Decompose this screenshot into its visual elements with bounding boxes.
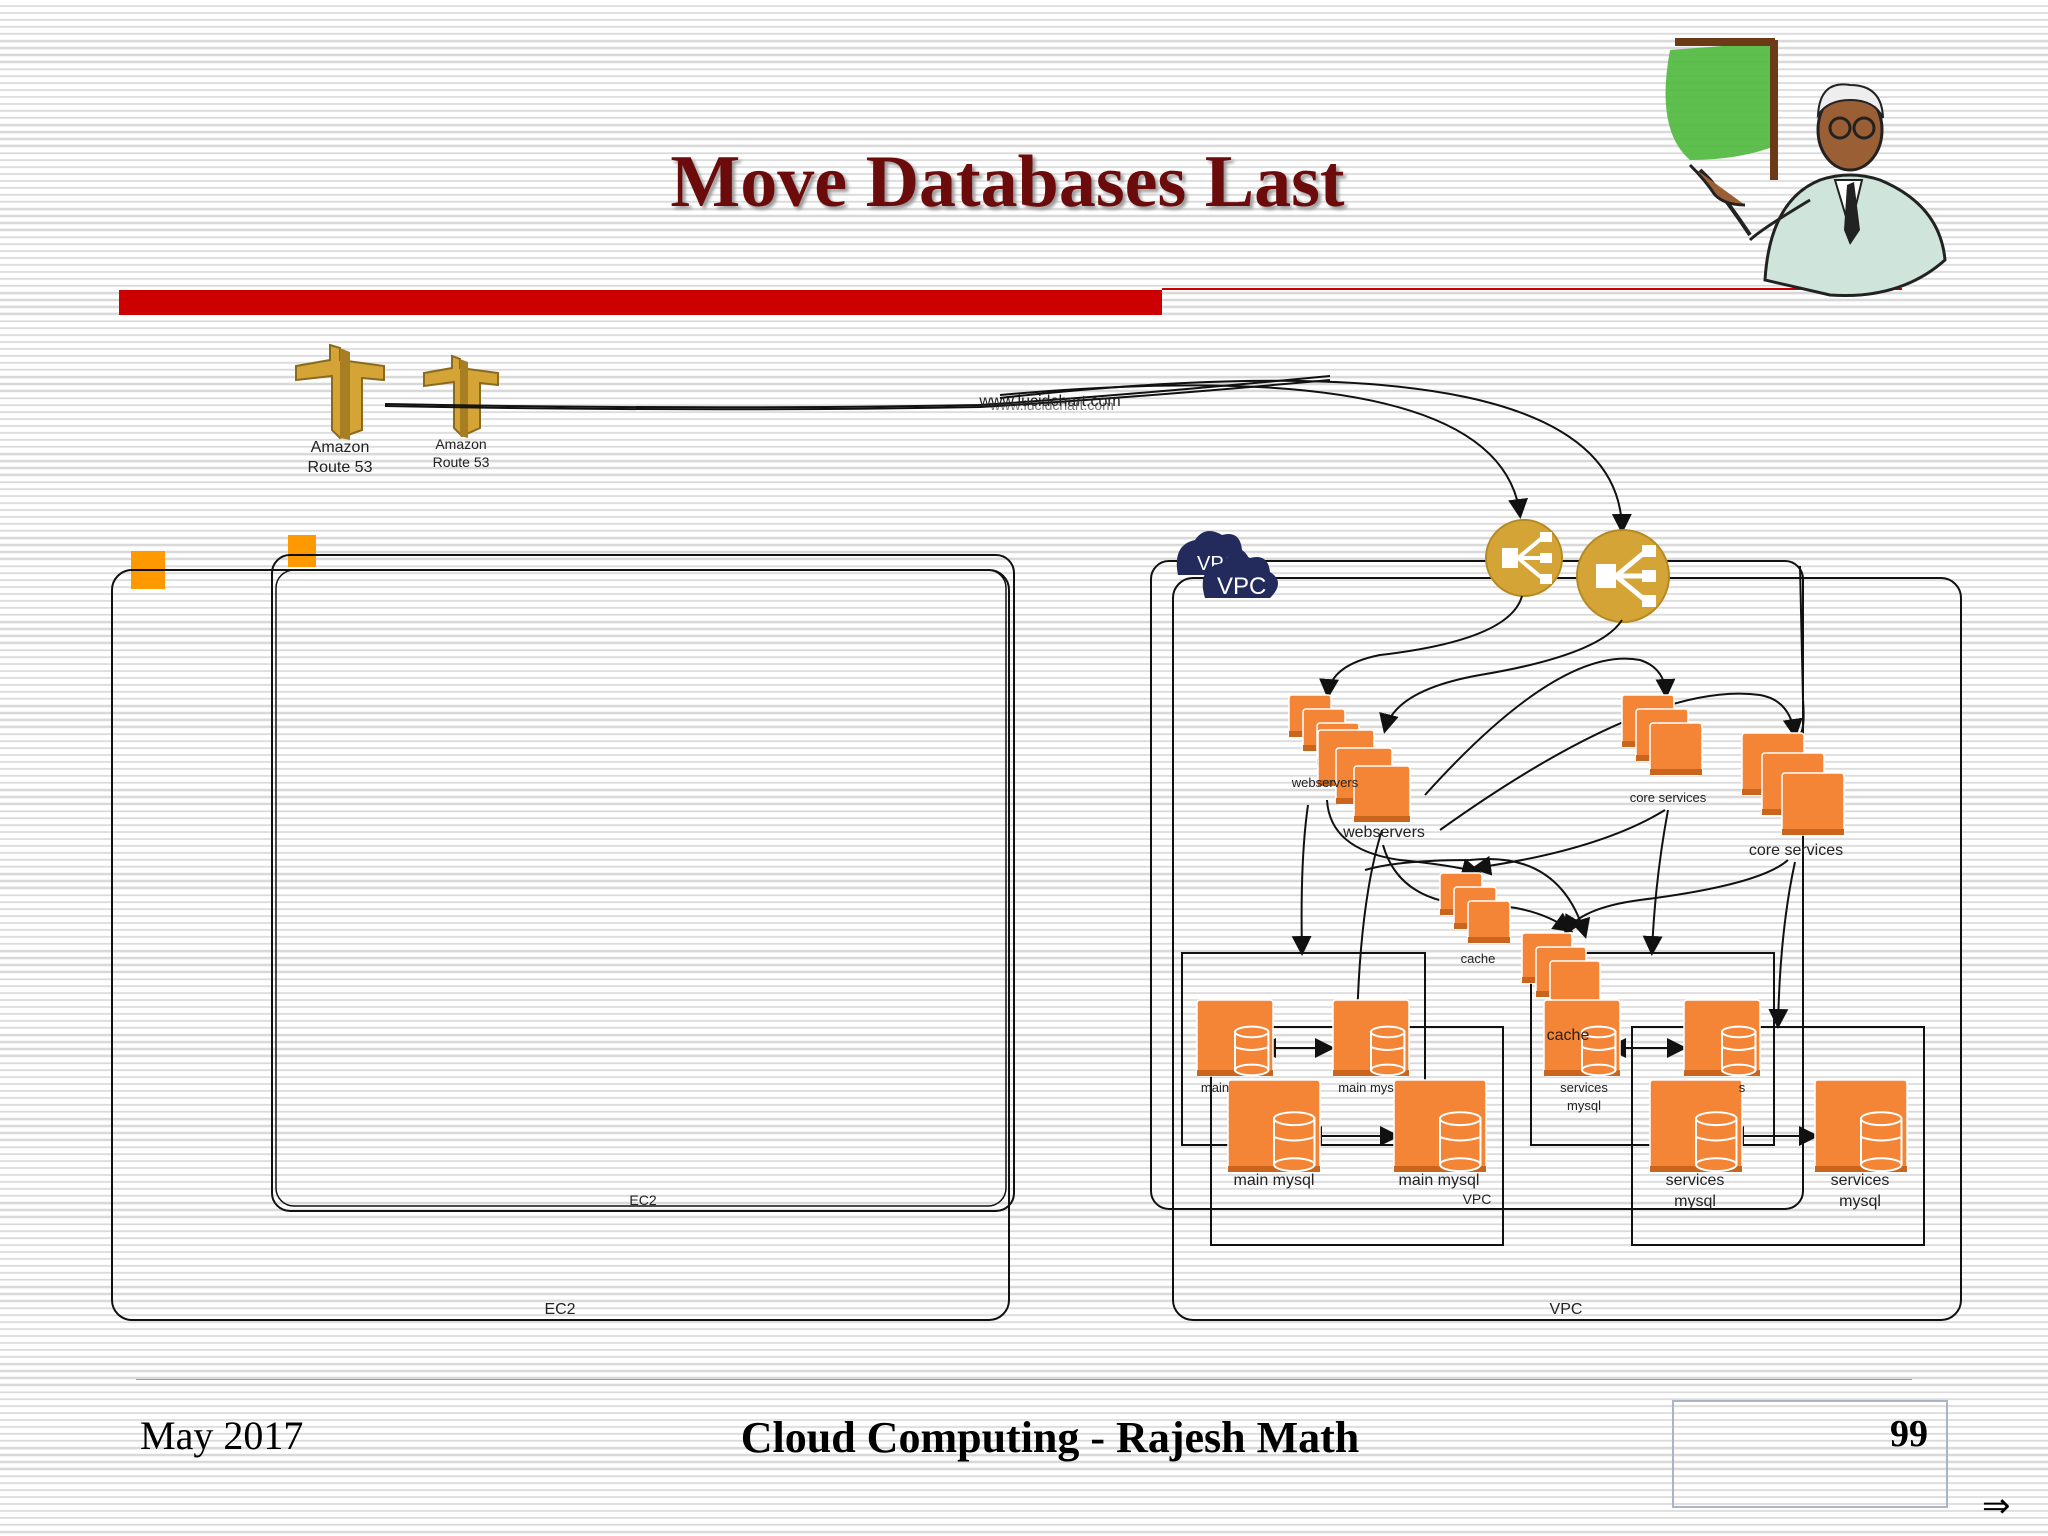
services-small-label-2: s bbox=[1739, 1080, 1746, 1095]
dns-to-lb2-arrow bbox=[999, 379, 1632, 534]
footer-date: May 2017 bbox=[140, 1413, 304, 1458]
services-mysql-label-1b: mysql bbox=[1674, 1193, 1716, 1210]
vpc-region-inner bbox=[1150, 560, 1804, 1210]
ec2-marker-square-2 bbox=[288, 535, 316, 567]
route53-icon-2 bbox=[423, 354, 499, 438]
webservers-to-core-small bbox=[1424, 657, 1676, 796]
webservers-stack-icon bbox=[1317, 729, 1411, 823]
lb2-to-webservers bbox=[1379, 619, 1623, 734]
core-to-services-db bbox=[1768, 861, 1796, 1029]
main-mysql-small-icon-1 bbox=[1196, 999, 1274, 1077]
route53-label-2a: Amazon bbox=[435, 436, 486, 452]
main-mysql-small-icon-2 bbox=[1332, 999, 1410, 1077]
core-to-cache bbox=[1563, 859, 1789, 936]
services-mysql-label-2b: mysql bbox=[1839, 1193, 1881, 1210]
services-small-label-1b: mysql bbox=[1567, 1098, 1601, 1113]
main-small-label-2: main mys bbox=[1338, 1080, 1394, 1095]
webservers-to-core bbox=[1439, 692, 1803, 831]
services-small-label-1a: services bbox=[1560, 1080, 1608, 1095]
ec2-outer-label: EC2 bbox=[544, 1301, 575, 1318]
core-small-to-services-subnet bbox=[1642, 809, 1669, 956]
core-services-small-stack-icon bbox=[1621, 694, 1703, 776]
ws-small-to-cache-small bbox=[1326, 799, 1482, 878]
vpc-region-outer bbox=[1172, 577, 1962, 1321]
page-number-box: 99 bbox=[1672, 1400, 1948, 1508]
svg-text:VPC: VPC bbox=[1217, 573, 1266, 600]
cache-label: cache bbox=[1547, 1027, 1590, 1044]
services-mysql-icon-2 bbox=[1814, 1079, 1908, 1173]
ws-small-to-main-subnet bbox=[1291, 804, 1312, 956]
connectors bbox=[1256, 565, 1819, 1146]
main-mysql-label-2: main mysql bbox=[1399, 1172, 1480, 1189]
services-mysql-small-icon-2 bbox=[1683, 999, 1761, 1077]
load-balancer-icon bbox=[1485, 519, 1563, 597]
route53-label-1b: Route 53 bbox=[308, 459, 373, 476]
core-services-stack-icon bbox=[1741, 732, 1845, 836]
ws-to-main-db bbox=[1347, 829, 1383, 1029]
teacher-clipart-icon bbox=[1665, 38, 1947, 298]
route53-icon bbox=[295, 343, 385, 440]
main-small-label-1: main bbox=[1201, 1080, 1229, 1095]
services-mysql-icon-1 bbox=[1649, 1079, 1743, 1173]
webservers-label: webservers bbox=[1342, 824, 1425, 841]
route53-label-2b: Route 53 bbox=[433, 454, 490, 470]
dns-connector-2 bbox=[384, 379, 1331, 411]
vpc-cloud-icon-2: VPC bbox=[1202, 554, 1278, 600]
cache-small-label: cache bbox=[1461, 951, 1496, 966]
lb1-to-core-crossing bbox=[1364, 858, 1591, 939]
footer-divider bbox=[136, 1379, 1912, 1380]
slide-title: Move Databases Last bbox=[670, 141, 1345, 223]
services-mysql-small-icon-1 bbox=[1543, 999, 1621, 1077]
main-mysql-label-1: main mysql bbox=[1234, 1172, 1315, 1189]
next-slide-arrow-icon[interactable]: ⇒ bbox=[1982, 1487, 2011, 1525]
main-mysql-icon-2 bbox=[1393, 1079, 1487, 1173]
services-mysql-label-1a: services bbox=[1666, 1172, 1725, 1189]
footer-title: Cloud Computing - Rajesh Math bbox=[740, 1413, 1360, 1462]
vpc-inner-label: VPC bbox=[1463, 1191, 1492, 1207]
core-services-small-label: core services bbox=[1630, 790, 1707, 805]
dns-connector bbox=[384, 375, 1331, 409]
ec2-region-inner bbox=[271, 554, 1015, 1212]
route53-label-1a: Amazon bbox=[311, 439, 370, 456]
core-small-to-cache-small bbox=[1471, 809, 1666, 876]
core-services-label: core services bbox=[1749, 842, 1843, 859]
page-number: 99 bbox=[1890, 1413, 1928, 1455]
vpc-outer-label: VPC bbox=[1550, 1301, 1583, 1318]
cache-stack-icon bbox=[1521, 932, 1601, 1012]
title-underline-line bbox=[1162, 288, 1902, 290]
ec2-region-outer bbox=[111, 569, 1010, 1321]
title-underline-bar bbox=[119, 290, 1162, 315]
main-mysql-icon-1 bbox=[1227, 1079, 1321, 1173]
ec2-inner-label: EC2 bbox=[629, 1192, 656, 1208]
ec2-region-inner-echo bbox=[275, 569, 1007, 1207]
webservers-small-label: webservers bbox=[1291, 775, 1359, 790]
load-balancer-icon-2 bbox=[1576, 529, 1670, 623]
domain-label-ghost: www.lucidchart.com bbox=[989, 397, 1114, 413]
cache-small-stack-icon bbox=[1439, 872, 1511, 944]
lb1-to-webservers-small bbox=[1319, 595, 1523, 699]
services-mysql-label-2a: services bbox=[1831, 1172, 1890, 1189]
